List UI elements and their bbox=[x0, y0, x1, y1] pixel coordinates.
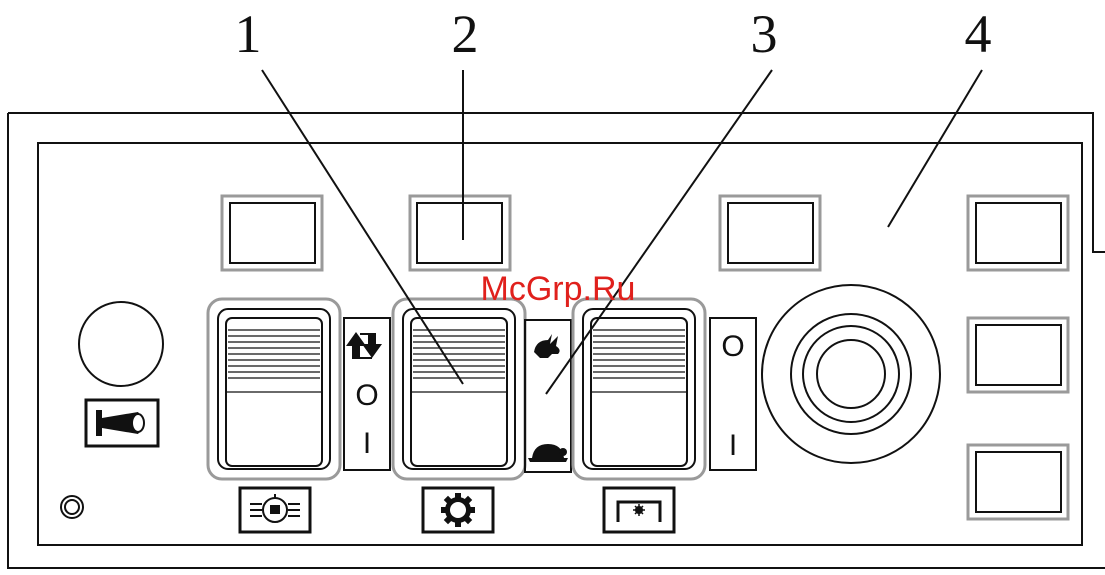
gear-icon bbox=[423, 488, 493, 532]
horn-button[interactable] bbox=[79, 302, 163, 386]
switch-3-off-mark: O bbox=[721, 330, 744, 363]
rocker-switch-2[interactable] bbox=[393, 299, 525, 479]
indicator-lamp-3 bbox=[720, 196, 820, 270]
indicator-lamp-5 bbox=[968, 318, 1068, 392]
callout-4: 4 bbox=[965, 4, 992, 64]
tortoise-icon bbox=[528, 444, 568, 462]
hare-icon bbox=[534, 334, 560, 358]
callout-1: 1 bbox=[235, 4, 262, 64]
indicator-lamp-2 bbox=[410, 196, 510, 270]
rocker-switch-1[interactable] bbox=[208, 299, 340, 479]
watermark: McGrp.Ru bbox=[481, 270, 636, 308]
rotary-knob[interactable] bbox=[762, 285, 940, 463]
switch-1-on-mark: I bbox=[363, 427, 371, 460]
pto-icon bbox=[604, 488, 674, 532]
differential-lock-icon bbox=[240, 488, 310, 532]
indicator-lamp-1 bbox=[222, 196, 322, 270]
horn-icon bbox=[86, 400, 158, 446]
indicator-lamp-4 bbox=[968, 196, 1068, 270]
callout-3: 3 bbox=[751, 4, 778, 64]
up-down-arrows-icon bbox=[346, 332, 382, 358]
indicator-lamp-6 bbox=[968, 445, 1068, 519]
callout-2: 2 bbox=[452, 4, 479, 64]
switch-1-off-mark: O bbox=[355, 379, 378, 412]
bolt bbox=[61, 496, 83, 518]
switch-3-on-mark: I bbox=[729, 429, 737, 462]
